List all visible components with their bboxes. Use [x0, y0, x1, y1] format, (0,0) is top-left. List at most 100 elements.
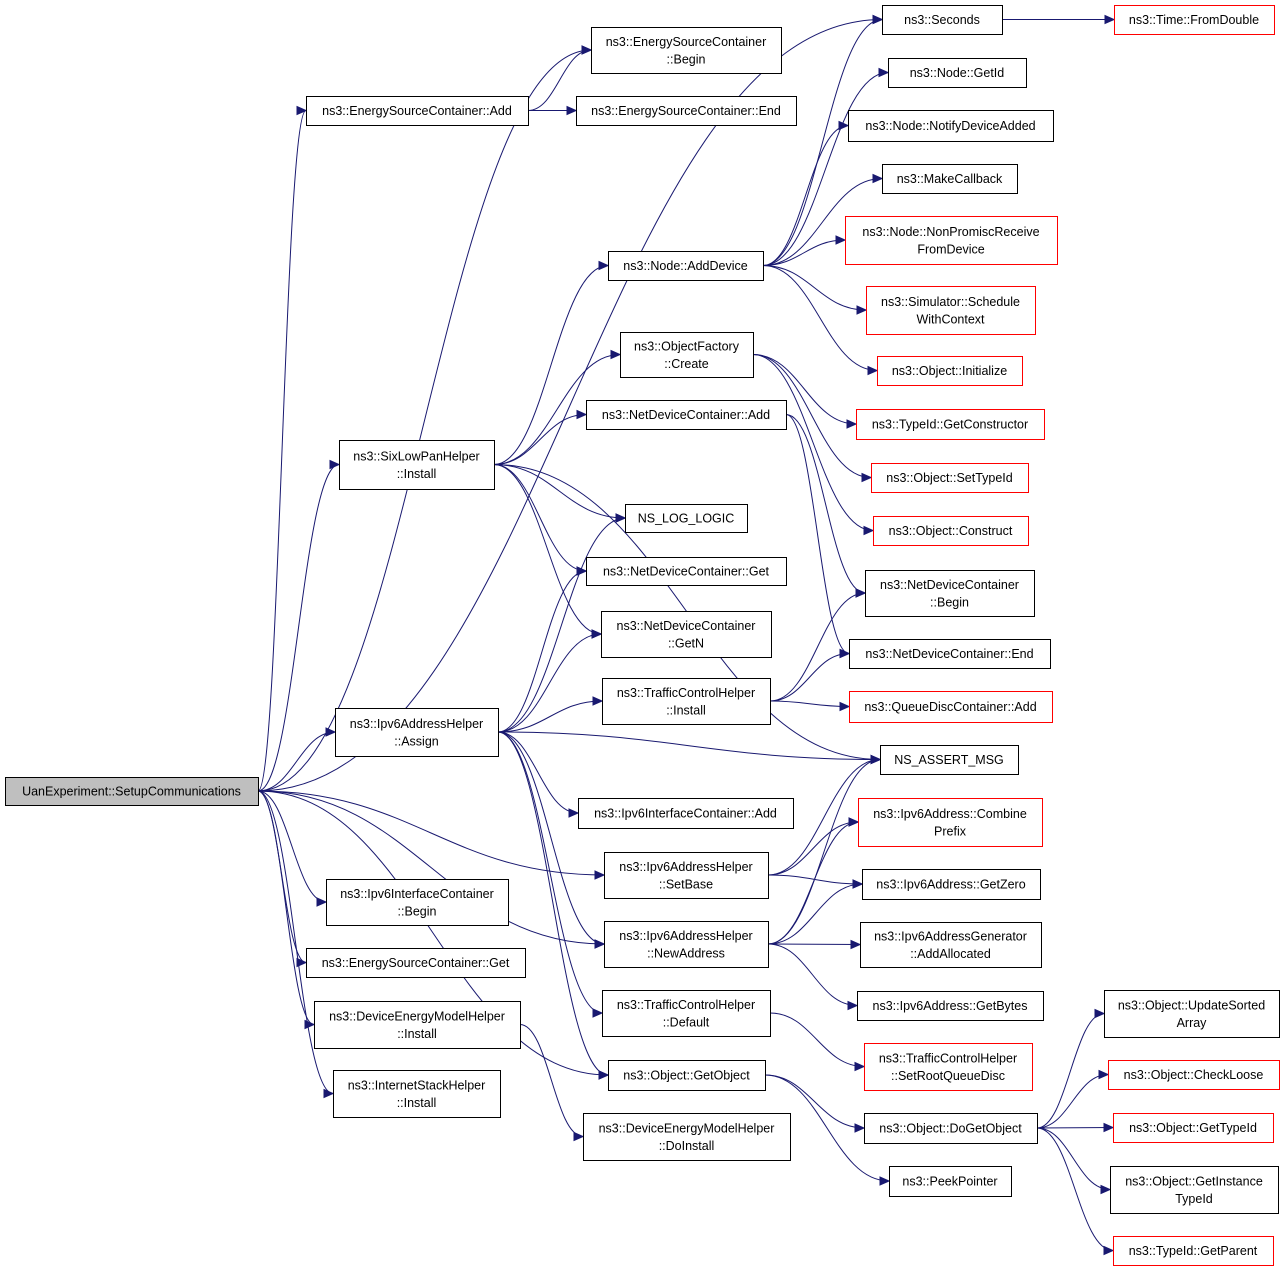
edge-n24-to-n25 [769, 700, 850, 707]
arrowhead-n0-to-n30 [594, 870, 606, 880]
edge-n44-to-n41 [1036, 1074, 1109, 1129]
edge-n0-to-n42 [257, 790, 609, 1076]
node-box [860, 922, 1042, 968]
node-box [889, 1166, 1012, 1197]
graph-node-n9[interactable]: ns3::MakeCallback [882, 164, 1018, 194]
node-box [882, 5, 1003, 35]
node-label: ns3::EnergySourceContainer::End [591, 104, 781, 118]
graph-node-n33[interactable]: ns3::Ipv6AddressHelper::NewAddress [604, 921, 769, 968]
node-label: ns3::Node::NotifyDeviceAdded [865, 119, 1035, 133]
graph-node-n18[interactable]: NS_LOG_LOGIC [625, 504, 748, 533]
graph-node-n45[interactable]: ns3::Object::GetTypeId [1113, 1113, 1274, 1143]
graph-node-n21[interactable]: ns3::NetDeviceContainer::Begin [865, 570, 1035, 617]
node-label: ns3::Ipv6AddressGenerator [874, 929, 1027, 943]
arrowhead-n4-to-n15 [576, 409, 588, 420]
node-box [849, 691, 1053, 723]
graph-node-n3[interactable]: ns3::EnergySourceContainer::End [576, 96, 797, 126]
node-box [845, 216, 1058, 265]
edge-n38-to-n40 [769, 1012, 865, 1067]
graph-node-n39[interactable]: ns3::DeviceEnergyModelHelper::Install [314, 1001, 521, 1049]
node-label: ns3::TypeId::GetParent [1129, 1244, 1258, 1258]
edge-n0-to-n33 [257, 790, 605, 945]
node-box [1113, 1113, 1274, 1143]
arrowhead-n44-to-n45 [1103, 1122, 1115, 1133]
graph-node-n4[interactable]: ns3::SixLowPanHelper::Install [339, 440, 495, 490]
graph-node-n34[interactable]: ns3::Ipv6AddressGenerator::AddAllocated [860, 922, 1042, 968]
graph-node-n36[interactable]: ns3::Ipv6Address::GetBytes [857, 991, 1044, 1021]
graph-node-n0[interactable]: UanExperiment::SetupCommunications [5, 777, 259, 806]
arrowhead-n24-to-n23 [839, 648, 851, 659]
node-label: ::NewAddress [647, 946, 725, 960]
node-box [848, 110, 1054, 142]
graph-node-n41[interactable]: ns3::Object::CheckLoose [1108, 1060, 1280, 1090]
node-label: ::Install [397, 467, 437, 481]
graph-node-n25[interactable]: ns3::QueueDiscContainer::Add [849, 691, 1053, 723]
node-label: ns3::Ipv6InterfaceContainer [340, 887, 494, 901]
arrowhead-n39-to-n46 [573, 1131, 585, 1142]
node-label: ::Begin [930, 595, 969, 609]
graph-node-n23[interactable]: ns3::NetDeviceContainer::End [849, 639, 1051, 669]
graph-node-n49[interactable]: ns3::TypeId::GetParent [1113, 1236, 1274, 1266]
graph-node-n31[interactable]: ns3::Ipv6Address::GetZero [862, 869, 1041, 900]
graph-node-n43[interactable]: ns3::InternetStackHelper::Install [333, 1070, 501, 1118]
node-label: ns3::Ipv6Address::GetBytes [873, 999, 1028, 1013]
node-box [333, 1070, 501, 1118]
node-box [306, 948, 526, 978]
node-box [608, 251, 764, 281]
graph-node-n42[interactable]: ns3::Object::GetObject [608, 1060, 766, 1091]
edge-n11-to-n5 [762, 19, 883, 266]
node-box [602, 678, 771, 725]
graph-node-n6[interactable]: ns3::Time::FromDouble [1114, 5, 1275, 35]
graph-node-n13[interactable]: ns3::ObjectFactory::Create [620, 332, 754, 378]
node-label: ns3::MakeCallback [897, 172, 1003, 186]
graph-node-n30[interactable]: ns3::Ipv6AddressHelper::SetBase [604, 852, 769, 899]
graph-node-n46[interactable]: ns3::DeviceEnergyModelHelper::DoInstall [583, 1113, 791, 1161]
graph-node-n2[interactable]: ns3::EnergySourceContainer::Begin [591, 27, 782, 74]
node-label: ns3::Object::GetObject [623, 1069, 750, 1083]
graph-node-n11[interactable]: ns3::Node::AddDevice [608, 251, 764, 281]
edge-n0-to-n39 [257, 790, 315, 1025]
edge-n33-to-n31 [767, 883, 863, 945]
graph-node-n44[interactable]: ns3::Object::DoGetObject [864, 1113, 1038, 1144]
graph-node-n16[interactable]: ns3::TypeId::GetConstructor [856, 409, 1045, 440]
graph-node-n27[interactable]: NS_ASSERT_MSG [880, 745, 1019, 775]
node-box [586, 400, 787, 430]
graph-node-n35[interactable]: ns3::EnergySourceContainer::Get [306, 948, 526, 978]
graph-node-n22[interactable]: ns3::NetDeviceContainer::GetN [601, 611, 772, 658]
graph-node-n26[interactable]: ns3::Ipv6AddressHelper::Assign [335, 708, 499, 757]
graph-node-n7[interactable]: ns3::Node::GetId [888, 58, 1027, 88]
graph-node-n15[interactable]: ns3::NetDeviceContainer::Add [586, 400, 787, 430]
graph-node-n14[interactable]: ns3::Object::Initialize [877, 356, 1023, 386]
node-label: ns3::Node::AddDevice [623, 259, 747, 273]
graph-node-n38[interactable]: ns3::TrafficControlHelper::Default [602, 990, 771, 1037]
graph-node-n40[interactable]: ns3::TrafficControlHelper::SetRootQueueD… [864, 1043, 1033, 1091]
graph-node-n20[interactable]: ns3::NetDeviceContainer::Get [586, 557, 787, 586]
node-box [871, 463, 1029, 493]
arrowhead-n11-to-n10 [835, 235, 847, 245]
graph-node-n19[interactable]: ns3::Object::Construct [873, 516, 1029, 546]
node-box [857, 991, 1044, 1021]
arrowhead-n11-to-n8 [838, 120, 850, 131]
arrowhead-n26-to-n24 [592, 696, 604, 706]
graph-node-n24[interactable]: ns3::TrafficControlHelper::Install [602, 678, 771, 725]
graph-node-n17[interactable]: ns3::Object::SetTypeId [871, 463, 1029, 493]
arrowhead-n13-to-n16 [846, 419, 858, 429]
node-label: ::GetN [668, 636, 704, 650]
arrowhead-n26-to-n20 [576, 566, 588, 576]
graph-node-n8[interactable]: ns3::Node::NotifyDeviceAdded [848, 110, 1054, 142]
graph-node-n48[interactable]: ns3::PeekPointer [889, 1166, 1012, 1197]
arrowhead-n0-to-n35 [296, 957, 308, 968]
edge-n0-to-n43 [257, 790, 334, 1094]
node-label: ns3::InternetStackHelper [348, 1078, 486, 1092]
graph-node-n1[interactable]: ns3::EnergySourceContainer::Add [306, 96, 529, 126]
graph-node-n5[interactable]: ns3::Seconds [882, 5, 1003, 35]
graph-node-n28[interactable]: ns3::Ipv6InterfaceContainer::Add [578, 798, 794, 829]
graph-node-n32[interactable]: ns3::Ipv6InterfaceContainer::Begin [326, 879, 509, 926]
node-label: ns3::TypeId::GetConstructor [872, 418, 1028, 432]
arrowhead-n13-to-n17 [861, 472, 873, 483]
